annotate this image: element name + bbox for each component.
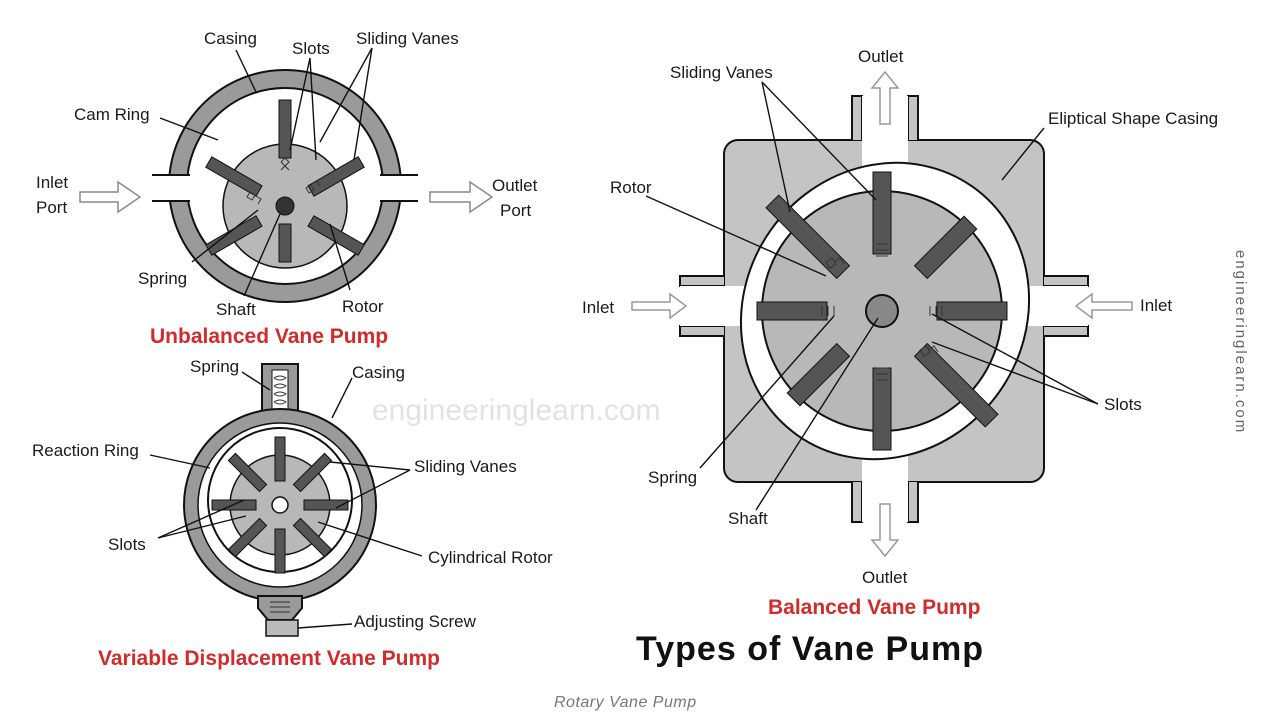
unbalanced-spring-label: Spring bbox=[138, 269, 187, 288]
unbalanced-outlet-port-label: Port bbox=[500, 201, 531, 220]
variable-displacement-vane-pump: engineeringlearn.com Spring Casing React… bbox=[32, 357, 661, 670]
unbalanced-cam-ring-label: Cam Ring bbox=[74, 105, 150, 124]
unbalanced-shaft bbox=[275, 196, 295, 216]
variable-screw-housing bbox=[257, 595, 303, 621]
balanced-vanes bbox=[756, 171, 1008, 451]
balanced-sliding-vanes-label: Sliding Vanes bbox=[670, 63, 773, 82]
variable-slots-label: Slots bbox=[108, 535, 146, 554]
unbalanced-inlet-arrow-icon bbox=[79, 180, 142, 214]
balanced-outlet-bottom-label: Outlet bbox=[862, 568, 908, 587]
unbalanced-vanes bbox=[205, 99, 365, 263]
unbalanced-casing-label: Casing bbox=[204, 29, 257, 48]
unbalanced-rotor-label: Rotor bbox=[342, 297, 384, 316]
unbalanced-shaft-label: Shaft bbox=[216, 300, 256, 319]
variable-adjusting-screw bbox=[265, 619, 299, 637]
variable-cylindrical-rotor-label: Cylindrical Rotor bbox=[428, 548, 553, 567]
unbalanced-vane-pump: Casing Slots Sliding Vanes Cam Ring Inle… bbox=[36, 29, 538, 348]
balanced-shaft-label: Shaft bbox=[728, 509, 768, 528]
balanced-rotor-label: Rotor bbox=[610, 178, 652, 197]
variable-casing-label: Casing bbox=[352, 363, 405, 382]
balanced-shaft bbox=[865, 294, 899, 328]
variable-shaft bbox=[271, 496, 289, 514]
variable-spring-label: Spring bbox=[190, 357, 239, 376]
side-watermark: engineeringlearn.com bbox=[1232, 250, 1249, 434]
unbalanced-title: Unbalanced Vane Pump bbox=[150, 325, 388, 348]
unbalanced-outlet-label: Outlet bbox=[492, 176, 538, 195]
balanced-outlet-top-arrow-icon bbox=[870, 70, 900, 125]
balanced-inlet-right-label: Inlet bbox=[1140, 296, 1172, 315]
balanced-outlet-bottom-arrow-icon bbox=[870, 503, 900, 558]
unbalanced-inlet-port-label: Port bbox=[36, 198, 67, 217]
balanced-slots-label: Slots bbox=[1104, 395, 1142, 414]
balanced-ports bbox=[679, 95, 1089, 523]
variable-title: Variable Displacement Vane Pump bbox=[98, 647, 440, 670]
variable-reaction-ring-label: Reaction Ring bbox=[32, 441, 139, 460]
variable-sliding-vanes-label: Sliding Vanes bbox=[414, 457, 517, 476]
balanced-inlet-right-arrow-icon bbox=[1074, 292, 1133, 320]
figure-caption: Rotary Vane Pump bbox=[554, 694, 697, 711]
unbalanced-sliding-vanes-label: Sliding Vanes bbox=[356, 29, 459, 48]
balanced-outlet-top-label: Outlet bbox=[858, 47, 904, 66]
unbalanced-slots-label: Slots bbox=[292, 39, 330, 58]
balanced-inlet-left-label: Inlet bbox=[582, 298, 614, 317]
balanced-inlet-left-arrow-icon bbox=[631, 292, 688, 320]
balanced-title: Balanced Vane Pump bbox=[768, 596, 980, 619]
balanced-vane-pump: Outlet Sliding Vanes Eliptical Shape Cas… bbox=[582, 47, 1218, 619]
balanced-eliptical-casing-label: Eliptical Shape Casing bbox=[1048, 109, 1218, 128]
variable-adjusting-screw-label: Adjusting Screw bbox=[354, 612, 477, 631]
main-title: Types of Vane Pump bbox=[636, 630, 984, 668]
balanced-spring-label: Spring bbox=[648, 468, 697, 487]
unbalanced-outlet-arrow-icon bbox=[429, 180, 494, 214]
unbalanced-inlet-label: Inlet bbox=[36, 173, 68, 192]
variable-watermark: engineeringlearn.com bbox=[372, 394, 661, 427]
